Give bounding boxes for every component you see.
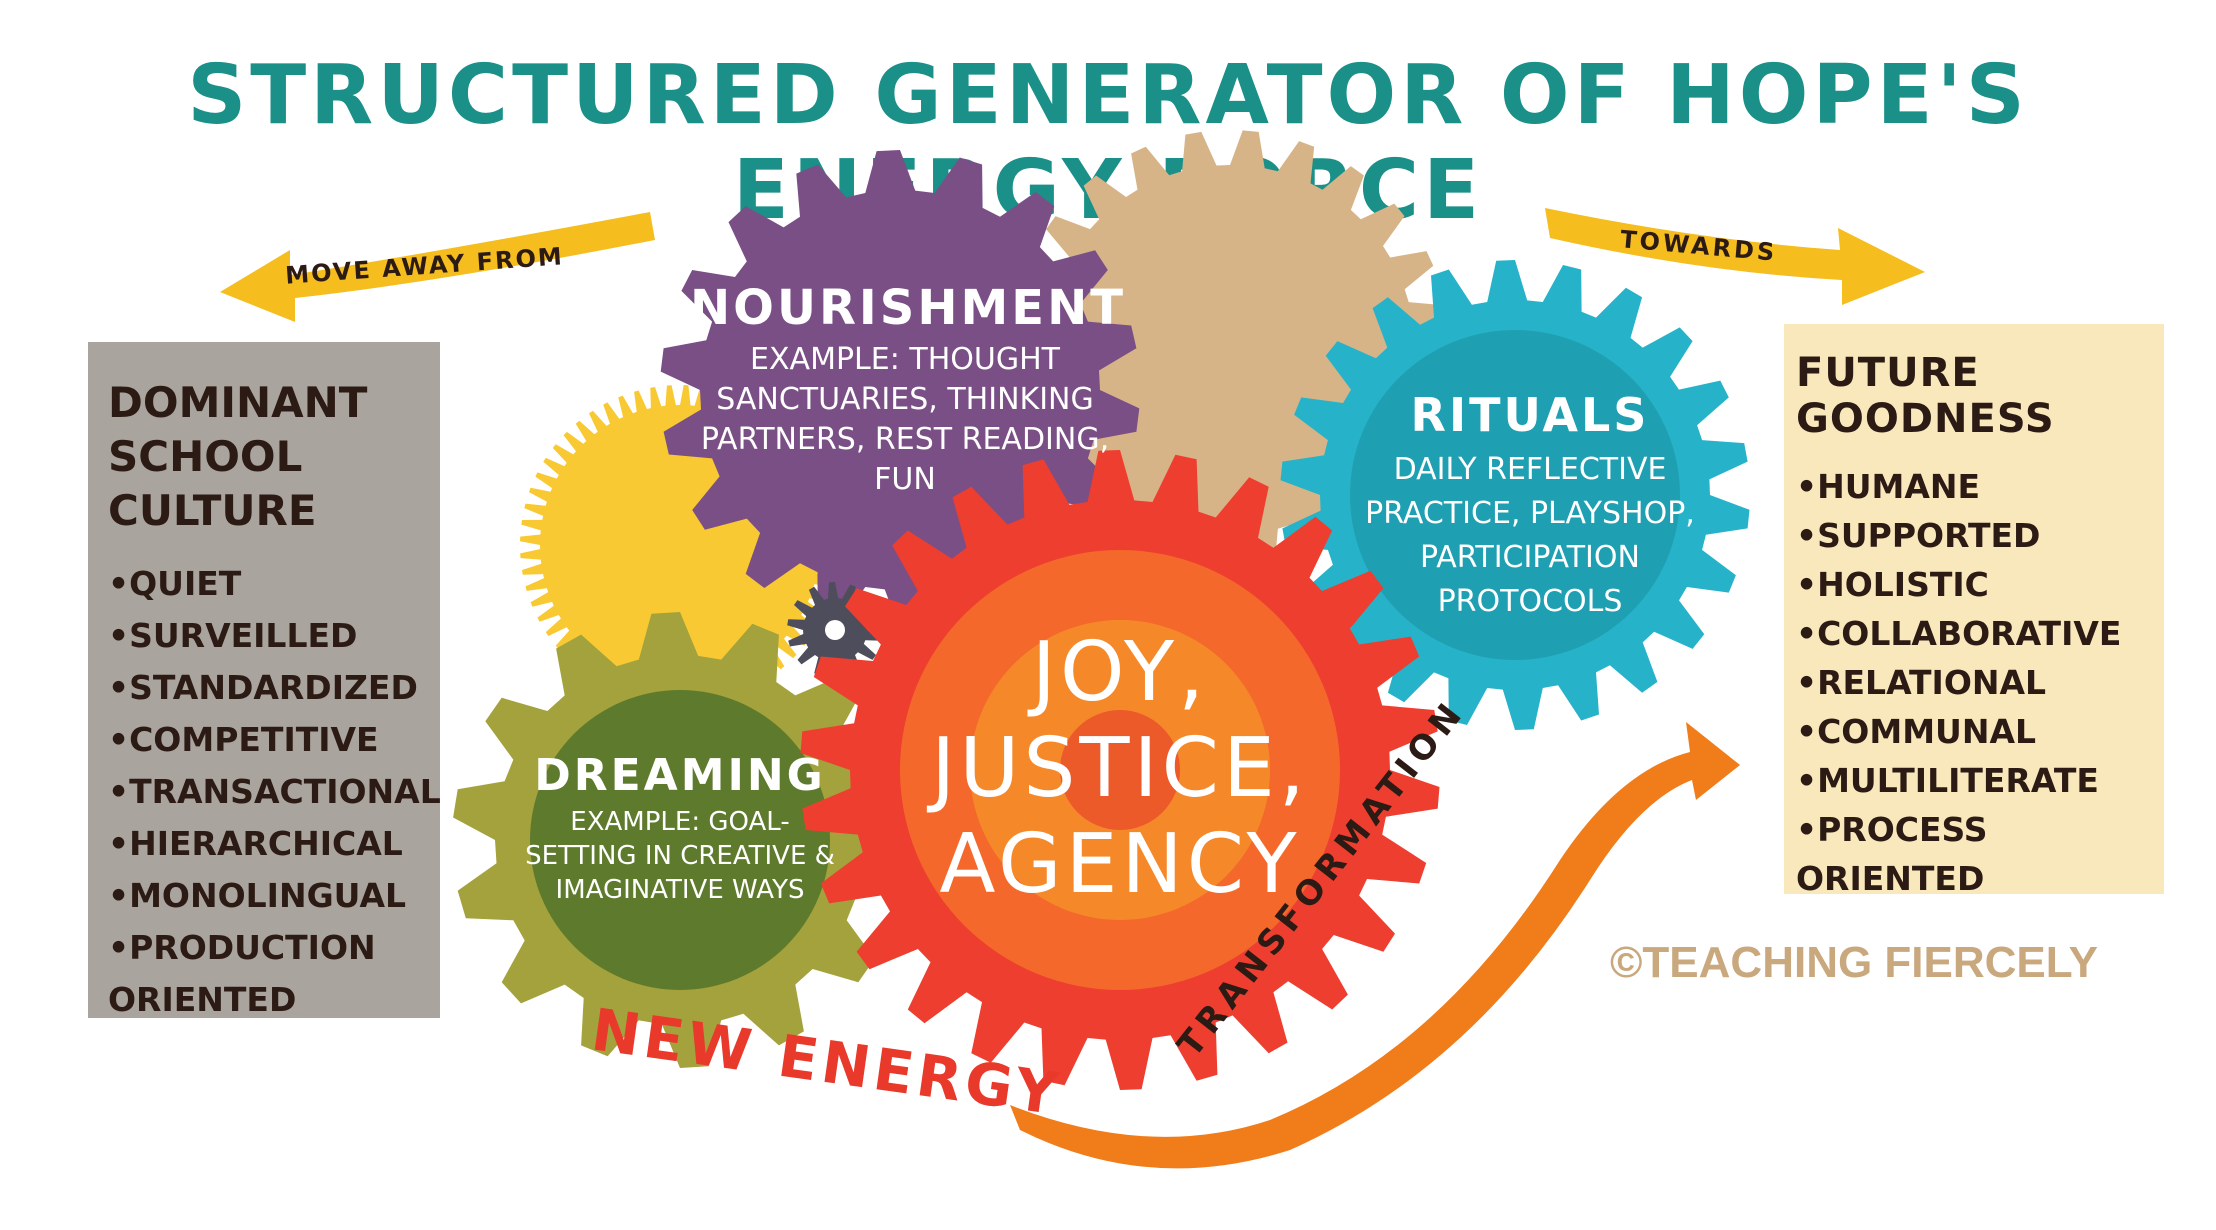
rituals-title: RITUALS [1410,388,1650,442]
rituals-gear-text: RITUALS DAILY REFLECTIVE PRACTICE, PLAYS… [1350,388,1710,624]
move-away-arrow [220,212,655,322]
list-item: •TRANSACTIONAL [108,772,441,811]
list-item: •HOLISTIC [1796,565,1989,604]
joy-justice-agency-text: JOY, JUSTICE, AGENCY [920,625,1320,913]
list-item: •SURVEILLED [108,616,358,655]
list-item: •MULTILITERATE [1796,761,2099,800]
list-item: •SUPPORTED [1796,516,2041,555]
future-goodness-panel: FUTURE GOODNESS •HUMANE •SUPPORTED •HOLI… [1784,324,2164,898]
list-item: •COMPETITIVE [108,720,379,759]
left-panel-title: DOMINANT SCHOOL CULTURE [108,378,368,535]
olive-gear-ring [530,690,830,990]
nourishment-body: EXAMPLE: THOUGHT SANCTUARIES, THINKING P… [700,342,1110,497]
center-gear-ring [1060,710,1180,830]
list-item: •PROCESS ORIENTED [1796,810,1988,898]
transformation-arrow [1010,722,1740,1169]
dreaming-gear-text: DREAMING EXAMPLE: GOAL-SETTING IN CREATI… [520,750,840,907]
center-title: JOY, JUSTICE, AGENCY [931,625,1309,912]
dominant-school-culture-panel: DOMINANT SCHOOL CULTURE •QUIET •SURVEILL… [88,342,441,1019]
right-panel-title: FUTURE GOODNESS [1796,350,2055,442]
list-item: •COLLABORATIVE [1796,614,2122,653]
copyright-label: ©TEACHING FIERCELY [1610,938,2098,987]
nourishment-gear-text: NOURISHMENT EXAMPLE: THOUGHT SANCTUARIES… [690,280,1126,500]
list-item: •HUMANE [1796,467,1981,506]
list-item: •COMMUNAL [1796,712,2037,751]
list-item: •RELATIONAL [1796,663,2047,702]
list-item: •STANDARDIZED [108,668,418,707]
nourishment-title: NOURISHMENT [690,280,1126,336]
dreaming-body: EXAMPLE: GOAL-SETTING IN CREATIVE & IMAG… [525,807,835,905]
towards-arrow [1545,208,1925,305]
list-item: •QUIET [108,564,242,603]
rituals-body: DAILY REFLECTIVE PRACTICE, PLAYSHOP, PAR… [1365,452,1695,619]
small-dark-gear-ring [825,620,845,640]
rituals-gear-ring [1350,330,1680,660]
list-item: •HIERARCHICAL [108,824,403,863]
list-item: •PRODUCTION ORIENTED [108,928,376,1019]
list-item: •MONOLINGUAL [108,876,407,915]
nourishment-gear [660,150,1140,630]
dreaming-title: DREAMING [534,750,826,801]
